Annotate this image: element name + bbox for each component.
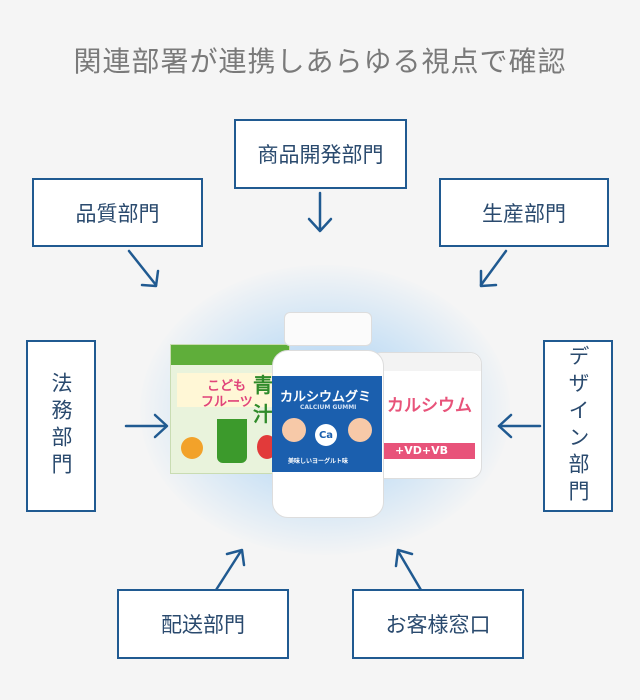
page-title: 関連部署が連携しあらゆる視点で確認 [73, 45, 567, 78]
arrow-customer [396, 549, 423, 592]
aojiru-label-1: こども [207, 379, 247, 394]
bottle-name: カルシウムグミ [280, 390, 372, 405]
bottle-flavor: 美味しいヨーグルト味 [288, 458, 349, 465]
arrow-production [479, 249, 508, 287]
green-drink-glass [217, 419, 247, 463]
dept-customer: お客様窓口 [352, 589, 524, 659]
arrow-quality [127, 249, 158, 287]
jar-extra: +VD+VB [395, 444, 448, 457]
arrow-shipping [214, 549, 243, 592]
dept-legal: 法務部門 [26, 340, 96, 512]
gummi-bottle: カルシウムグミ CALCIUM GUMMI Ca 美味しいヨーグルト味 [266, 312, 388, 518]
ca-badge: Ca [315, 424, 337, 446]
bottle-sub: CALCIUM GUMMI [300, 404, 357, 411]
dept-quality: 品質部門 [32, 178, 203, 247]
jar-name: カルシウム [387, 396, 472, 416]
dept-product-dev: 商品開発部門 [234, 119, 407, 189]
calcium-jar: カルシウム +VD+VB [370, 352, 482, 479]
dept-production: 生産部門 [439, 178, 609, 247]
ca-label: Ca [318, 429, 334, 441]
aojiru-label-2: フルーツ [201, 395, 253, 410]
product-group: こども フルーツ 青汁 カルシウム +VD+VB カルシウムグミ CALCIUM… [170, 312, 482, 522]
dept-design: デザイン部門 [543, 340, 613, 512]
dept-shipping: 配送部門 [117, 589, 289, 659]
aojiru-label-3: 青汁 [253, 373, 273, 426]
aojiru-box: こども フルーツ 青汁 [170, 344, 290, 474]
